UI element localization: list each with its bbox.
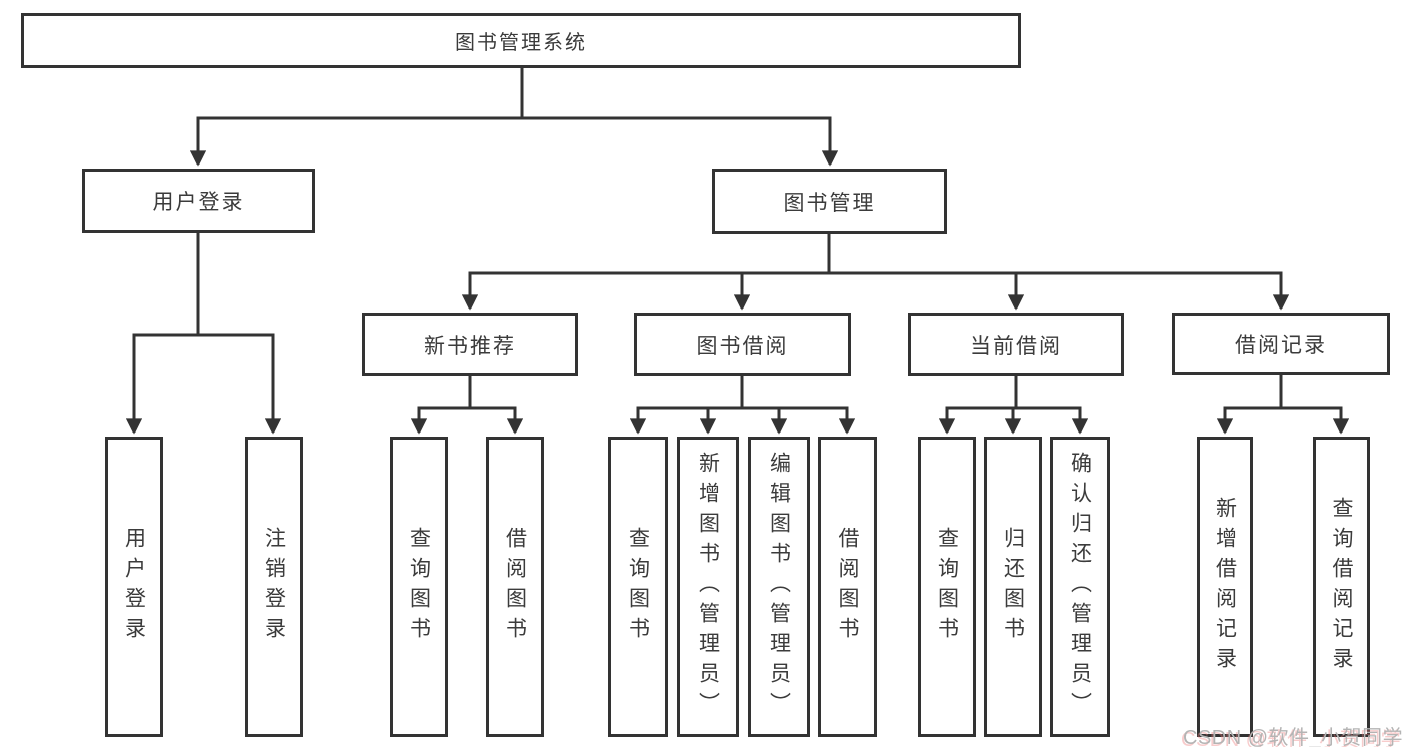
leaf-query-books-recommend: 查询图书 [390,437,448,737]
leaf-logout-label: 注销登录 [262,527,286,647]
leaf-borrow-books-recommend: 借阅图书 [486,437,544,737]
csdn-watermark: CSDN @软件_小贺同学 [1183,727,1404,747]
leaf-return-book-label: 归还图书 [1001,527,1025,647]
leaf-add-book-admin-label: 新增图书（管理员） [696,452,720,722]
leaf-query-books-current-label: 查询图书 [935,527,959,647]
leaf-edit-book-admin-label: 编辑图书（管理员） [767,452,791,722]
leaf-query-books-current: 查询图书 [918,437,976,737]
node-root-library-management-system: 图书管理系统 [21,13,1021,68]
node-new-book-recommend-label: 新书推荐 [424,334,516,358]
node-borrow-records-label: 借阅记录 [1235,334,1327,357]
leaf-add-borrow-record: 新增借阅记录 [1197,437,1253,737]
node-user-login: 用户登录 [82,169,315,233]
node-root-label: 图书管理系统 [455,32,587,54]
leaf-user-login: 用户登录 [105,437,163,737]
leaf-query-borrow-record: 查询借阅记录 [1313,437,1370,737]
leaf-query-borrow-record-label: 查询借阅记录 [1330,497,1353,677]
leaf-add-book-admin: 新增图书（管理员） [677,437,739,737]
leaf-confirm-return-admin-label: 确认归还（管理员） [1068,452,1092,722]
leaf-query-books-recommend-label: 查询图书 [407,527,431,647]
node-user-login-label: 用户登录 [152,191,245,214]
leaf-borrow-books-recommend-label: 借阅图书 [503,527,527,647]
leaf-edit-book-admin: 编辑图书（管理员） [748,437,810,737]
leaf-logout: 注销登录 [245,437,303,737]
node-book-borrow: 图书借阅 [634,313,851,376]
node-book-borrow-label: 图书借阅 [696,334,789,358]
leaf-borrow-books-label: 借阅图书 [836,527,859,647]
leaf-borrow-books: 借阅图书 [818,437,877,737]
leaf-add-borrow-record-label: 新增借阅记录 [1213,497,1237,677]
leaf-confirm-return-admin: 确认归还（管理员） [1050,437,1110,737]
leaf-return-book: 归还图书 [984,437,1042,737]
node-book-management-label: 图书管理 [783,191,876,215]
node-current-borrow-label: 当前借阅 [970,334,1062,358]
node-book-management: 图书管理 [712,169,947,234]
node-new-book-recommend: 新书推荐 [362,313,578,376]
leaf-query-books-borrow: 查询图书 [608,437,668,737]
node-current-borrow: 当前借阅 [908,313,1124,376]
leaf-user-login-label: 用户登录 [122,527,146,647]
leaf-query-books-borrow-label: 查询图书 [626,527,650,647]
node-borrow-records: 借阅记录 [1172,313,1390,375]
